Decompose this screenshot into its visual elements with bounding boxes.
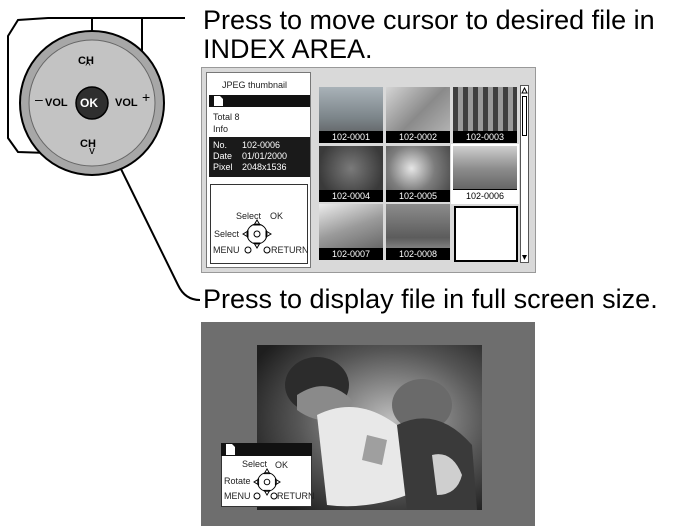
ch-up-button[interactable]: CH	[78, 55, 94, 67]
svg-text:^: ^	[85, 60, 91, 72]
thumbnail[interactable]: 102-0001	[319, 87, 383, 143]
thumbnail-label: 102-0002	[386, 131, 450, 143]
cursor-caption-line2: INDEX AREA.	[203, 34, 373, 64]
direction-pad-icon	[242, 219, 272, 249]
thumbnail-label: 102-0005	[386, 190, 450, 202]
ok-connector	[92, 111, 201, 301]
thumbnail-label: 102-0001	[319, 131, 383, 143]
help-select-ok-label: Select	[236, 211, 262, 221]
vol-minus-button[interactable]: VOL	[45, 97, 68, 109]
full-screen-file-bar	[221, 443, 312, 456]
svg-text:v: v	[89, 145, 95, 157]
thumbnail-selected[interactable]: 102-0006	[451, 144, 519, 204]
help-menu-label: MENU	[213, 245, 240, 255]
cursor-bracket-line	[7, 17, 185, 154]
thumbnail-index-area: 102-0001 102-0002 102-0003 102-0004 102-…	[317, 84, 519, 265]
fs-help-select-label: Select	[242, 459, 268, 469]
svg-text:+: +	[142, 89, 150, 105]
info-no-value: 102-0006	[242, 140, 281, 150]
vol-plus-label: VOL	[115, 97, 138, 109]
fs-help-return-label: RETURN	[277, 491, 315, 501]
menu-circle-icon	[244, 246, 252, 254]
full-screen-help-box: Select OK Rotate MENU RETURN	[221, 456, 315, 507]
info-pixel-value: 2048x1536	[242, 162, 287, 172]
thumbnail-label: 102-0004	[319, 190, 383, 202]
ok-label: OK	[80, 96, 98, 110]
cursor-caption-line1: Press to move cursor to desired file in	[203, 5, 655, 35]
vol-plus-button[interactable]: VOL	[115, 97, 138, 109]
help-select-label: Select	[214, 229, 240, 239]
thumbnail[interactable]: 102-0008	[386, 204, 450, 260]
thumbnail[interactable]: 102-0007	[319, 204, 383, 260]
thumbnail[interactable]: 102-0003	[453, 87, 517, 143]
remote-control-pad: ^ v – +	[19, 30, 165, 176]
ch-down-button[interactable]: CH	[80, 138, 96, 150]
info-date-value: 01/01/2000	[242, 151, 288, 161]
info-box: No. 102-0006 Date 01/01/2000 Pixel 2048x…	[209, 137, 310, 177]
jpeg-thumbnail-title: JPEG thumbnail	[222, 80, 288, 90]
ch-down-label: CH	[80, 138, 96, 150]
ch-up-label: CH	[78, 55, 94, 67]
folder-bar	[209, 95, 310, 107]
vol-minus-label: VOL	[45, 97, 68, 109]
fs-help-ok-label: OK	[275, 460, 289, 470]
ok-button[interactable]: OK	[80, 96, 98, 110]
fs-help-rotate-label: Rotate	[224, 476, 251, 486]
return-circle-icon	[263, 246, 271, 254]
index-scrollbar[interactable]	[520, 85, 529, 263]
fs-help-menu-label: MENU	[224, 491, 251, 501]
fs-menu-circle-icon	[253, 492, 261, 500]
ok-caption: Press to display file in full screen siz…	[203, 284, 658, 314]
scroll-thumb[interactable]	[522, 96, 527, 136]
fs-direction-pad-icon	[253, 468, 281, 496]
thumbnail-label: 102-0008	[386, 248, 450, 260]
help-ok-label: OK	[270, 211, 284, 221]
thumbnail-label: 102-0003	[453, 131, 517, 143]
thumbnail[interactable]: 102-0005	[386, 146, 450, 202]
thumbnail[interactable]: 102-0002	[386, 87, 450, 143]
index-help-box: Select OK Select MENU RETURN	[210, 184, 309, 264]
thumbnail-empty[interactable]	[454, 206, 518, 262]
info-label: Info	[213, 124, 229, 134]
thumbnail-label: 102-0006	[453, 189, 517, 202]
scroll-up-arrow-icon[interactable]	[521, 87, 528, 95]
fs-return-circle-icon	[270, 492, 278, 500]
thumbnail[interactable]: 102-0004	[319, 146, 383, 202]
help-return-label: RETURN	[271, 245, 309, 255]
info-pixel-label: Pixel	[213, 162, 233, 172]
info-date-label: Date	[213, 151, 233, 161]
svg-text:–: –	[35, 91, 43, 107]
total-count: Total 8	[213, 112, 240, 122]
file-icon	[226, 444, 235, 455]
info-no-label: No.	[213, 140, 228, 150]
thumbnail-label: 102-0007	[319, 248, 383, 260]
scroll-down-arrow-icon[interactable]	[521, 253, 528, 261]
file-icon	[214, 96, 223, 106]
